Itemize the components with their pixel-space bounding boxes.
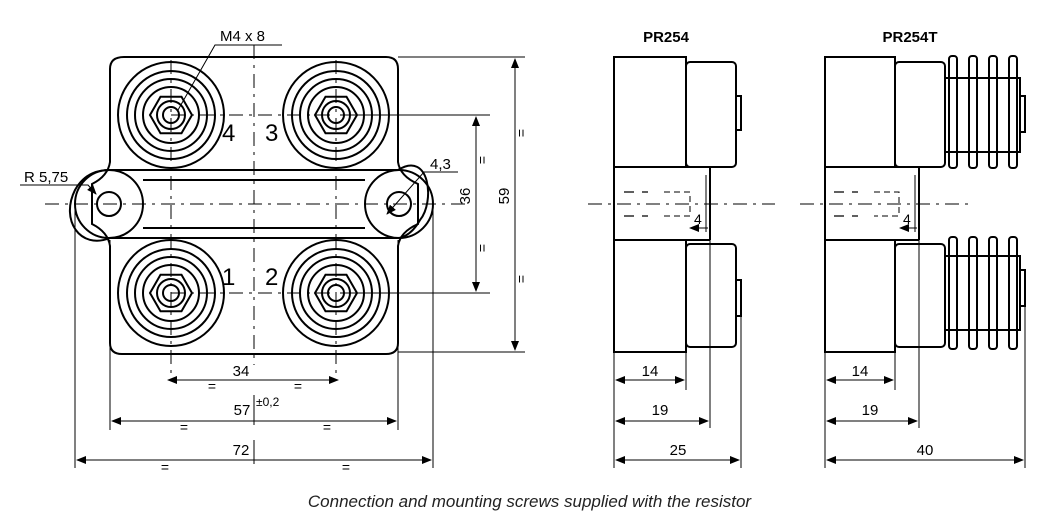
dim-4-label: 4	[694, 211, 702, 227]
dim-14-label: 14	[642, 363, 659, 380]
dim-25-label: 25	[670, 442, 687, 459]
dim-59-label: 59	[496, 188, 513, 205]
pin-4-label: 4	[222, 120, 235, 147]
equal-mark: =	[323, 419, 331, 435]
dim-57-tolerance: ±0,2	[256, 395, 280, 409]
thread-label: M4 x 8	[220, 28, 265, 45]
view-title-pr254: PR254	[643, 29, 690, 46]
radius-label: R 5,75	[24, 169, 68, 186]
dim-57-label: 57	[234, 402, 251, 419]
equal-mark: =	[294, 378, 302, 394]
side-view-pr254: PR254 4 14 19 25	[588, 29, 775, 468]
pin-3-label: 3	[265, 120, 278, 147]
front-dimensions	[20, 44, 525, 468]
equal-mark: =	[474, 244, 490, 252]
equal-mark: =	[342, 459, 350, 475]
dim-34-label: 34	[233, 363, 250, 380]
pin-1-label: 1	[222, 264, 235, 291]
front-view	[45, 45, 470, 380]
equal-mark: =	[161, 459, 169, 475]
front-labels: M4 x 8 R 5,75 4,3 4 3 1 2 36 59 = = = = …	[24, 28, 529, 475]
side-view-pr254t: PR254T 4 14 19	[800, 29, 1026, 468]
dim-19-label: 19	[652, 402, 669, 419]
hole-label: 4,3	[430, 156, 451, 173]
dim-36-label: 36	[457, 188, 474, 205]
dim-40-label: 40	[917, 442, 934, 459]
pin-2-label: 2	[265, 264, 278, 291]
figure-caption: Connection and mounting screws supplied …	[307, 492, 752, 511]
equal-mark: =	[513, 129, 529, 137]
dim-4-label: 4	[903, 211, 911, 227]
dim-72-label: 72	[233, 442, 250, 459]
view-title-pr254t: PR254T	[882, 29, 937, 46]
dim-19-label: 19	[862, 402, 879, 419]
equal-mark: =	[513, 275, 529, 283]
equal-mark: =	[208, 378, 216, 394]
dim-14-label: 14	[852, 363, 869, 380]
equal-mark: =	[474, 156, 490, 164]
equal-mark: =	[180, 419, 188, 435]
